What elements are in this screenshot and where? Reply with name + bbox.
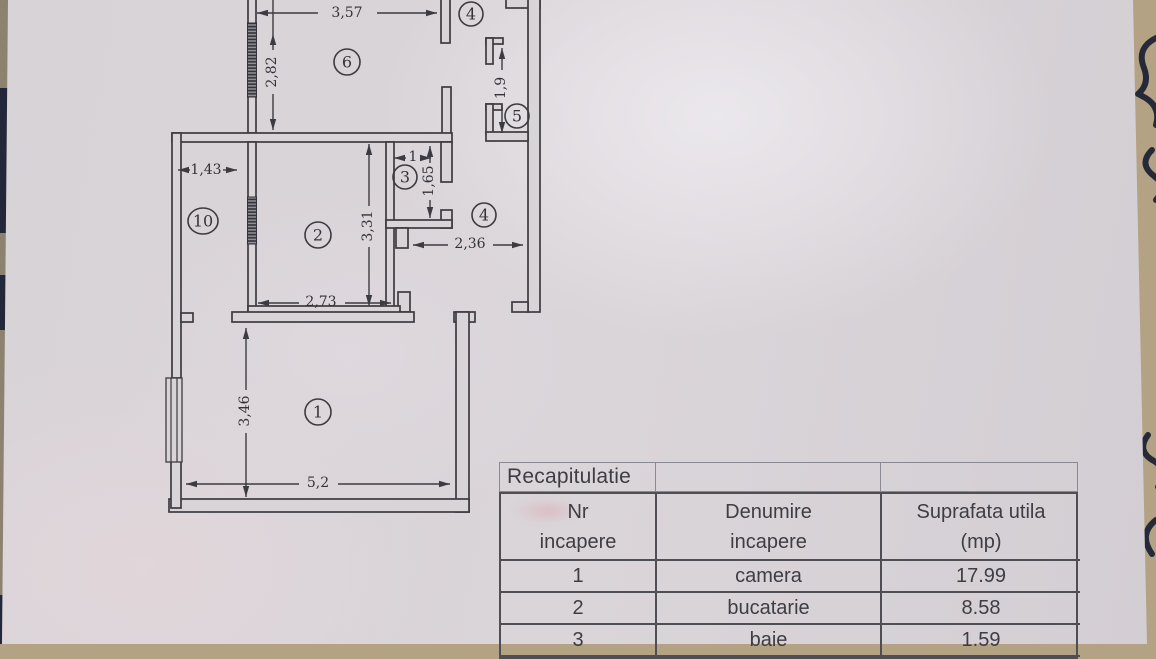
table-row-3-suprafata: 1.59 xyxy=(882,625,1080,657)
dimension-5-2: 5,2 xyxy=(186,475,450,491)
wall-room1-top xyxy=(231,311,415,323)
recap-title-empty-1 xyxy=(656,463,881,491)
svg-text:3: 3 xyxy=(400,168,410,187)
wall-room3-right-upper xyxy=(440,141,453,183)
dimension-2-73: 2,73 xyxy=(258,294,391,310)
wall-right-long xyxy=(527,0,541,313)
room-label-6: 6 xyxy=(333,48,361,76)
wall-room6-right-upper xyxy=(440,0,451,44)
dimension-3-57: 3,57 xyxy=(257,5,437,21)
floor-plan-drawing: 3,57 2,82 1,9 1,43 1 xyxy=(165,0,541,513)
wall-room1-bottom xyxy=(168,498,470,513)
svg-text:10: 10 xyxy=(193,212,213,231)
dimension-1-65: 1,65 xyxy=(421,146,437,218)
svg-text:4: 4 xyxy=(479,206,489,225)
room-label-3: 3 xyxy=(392,164,418,190)
dimension-3-46: 3,46 xyxy=(237,328,253,497)
dimension-2-82: 2,82 xyxy=(264,0,280,130)
svg-text:2: 2 xyxy=(313,226,323,245)
fabric-swirl-ornaments xyxy=(1135,35,1156,557)
dimension-1: 1 xyxy=(394,149,431,165)
window-room6-left xyxy=(247,22,257,98)
recap-grid: Nr incapere Denumire incapere Suprafata … xyxy=(499,492,1080,659)
svg-text:4: 4 xyxy=(466,5,476,24)
room-label-4-top: 4 xyxy=(458,1,484,27)
table-row-1-nr: 1 xyxy=(501,561,657,593)
wall-middle-band xyxy=(171,132,453,143)
room-labels: 6 4 5 10 2 3 4 1 xyxy=(187,1,530,426)
dimension-label-1-65: 1,65 xyxy=(421,165,437,196)
fabric-swirl-3 xyxy=(1142,147,1156,203)
header-suprafata: Suprafata utila (mp) xyxy=(882,494,1080,561)
dimension-2-36: 2,36 xyxy=(413,236,523,252)
fabric-left-navy-2 xyxy=(0,275,10,330)
fabric-swirl-1 xyxy=(1135,35,1156,97)
table-row-3-nr: 3 xyxy=(501,625,657,657)
dimension-label-3-31: 3,31 xyxy=(360,210,376,241)
wall-room6-right-lower xyxy=(441,86,452,138)
dimension-1-43: 1,43 xyxy=(178,162,237,178)
dimension-label-5-2: 5,2 xyxy=(307,475,329,491)
dimension-label-1-9: 1,9 xyxy=(493,77,509,99)
recap-title-empty-2 xyxy=(881,463,1079,491)
wall-right-long-foot xyxy=(511,301,529,313)
room-label-2: 2 xyxy=(304,221,332,249)
wall-stub-below-room3 xyxy=(395,227,409,249)
recap-title-cell: Recapitulatie xyxy=(500,463,656,491)
dimension-label-3-57: 3,57 xyxy=(331,5,362,21)
wall-room1-left-lower xyxy=(170,459,182,509)
dimension-label-2-82: 2,82 xyxy=(264,56,280,87)
table-row-1-suprafata: 17.99 xyxy=(882,561,1080,593)
dimension-label-1-43: 1,43 xyxy=(190,162,221,178)
svg-text:6: 6 xyxy=(342,53,352,72)
fabric-swirl-5 xyxy=(1143,517,1156,557)
dimensions: 3,57 2,82 1,9 1,43 1 xyxy=(178,0,523,497)
dimension-1-9: 1,9 xyxy=(493,48,509,133)
recap-table: Recapitulatie Nr incapere Denumire incap… xyxy=(499,462,1080,659)
recap-title-row: Recapitulatie xyxy=(499,462,1078,492)
window-room1-left xyxy=(165,377,183,463)
wall-balcony-left-upper xyxy=(485,37,494,65)
window-room10-room2 xyxy=(247,196,257,245)
dimension-label-2-36: 2,36 xyxy=(454,236,485,252)
table-row-2-nr: 2 xyxy=(501,593,657,625)
recap-title: Recapitulatie xyxy=(507,465,632,488)
header-nr: Nr incapere xyxy=(501,494,657,561)
room-label-5: 5 xyxy=(504,103,530,129)
table-row-2-suprafata: 8.58 xyxy=(882,593,1080,625)
room-label-4-hall: 4 xyxy=(471,202,497,228)
dimension-label-2-73: 2,73 xyxy=(305,294,336,310)
room-label-10: 10 xyxy=(187,207,219,235)
walls xyxy=(165,0,541,513)
wall-balcony-left-lower xyxy=(485,103,494,135)
wall-room3-bottom xyxy=(385,219,453,229)
table-row-2-denumire: bucatarie xyxy=(657,593,882,625)
table-row-1-denumire: camera xyxy=(657,561,882,593)
dimension-3-31: 3,31 xyxy=(360,144,376,306)
dimension-label-1: 1 xyxy=(409,149,418,165)
wall-balcony-bottom xyxy=(485,131,529,142)
room-label-1: 1 xyxy=(304,398,332,426)
fabric-swirl-2 xyxy=(1137,92,1156,128)
wall-room1-top-left-foot xyxy=(180,312,194,323)
table-row-3-denumire: baie xyxy=(657,625,882,657)
fabric-swirl-4 xyxy=(1140,432,1156,490)
wall-room1-right xyxy=(455,311,470,513)
dimension-label-3-46: 3,46 xyxy=(237,395,253,426)
svg-text:1: 1 xyxy=(313,403,323,422)
header-denumire: Denumire incapere xyxy=(657,494,882,561)
svg-text:5: 5 xyxy=(512,107,522,126)
